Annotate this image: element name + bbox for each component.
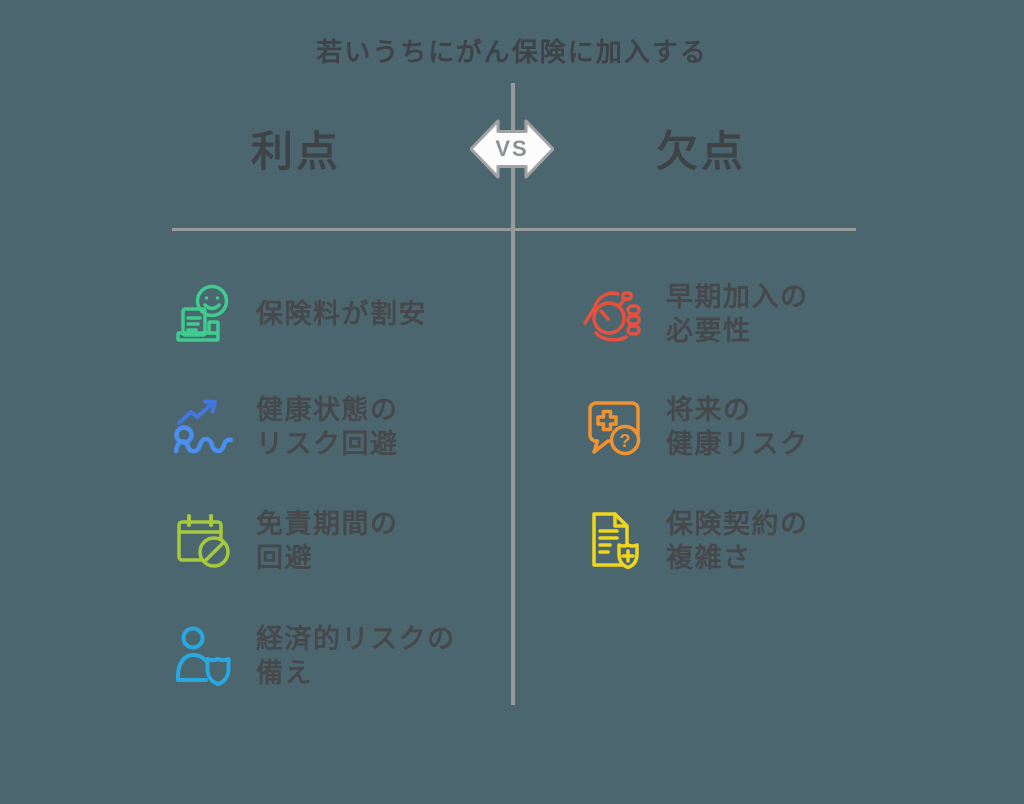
vertical-divider — [511, 83, 515, 705]
pro-item-label: 健康状態の リスク回避 — [256, 395, 399, 459]
trend-waves-icon — [170, 393, 238, 461]
pros-header: 利点 — [250, 128, 341, 175]
person-shield-icon — [170, 622, 238, 690]
pro-item-cheap-premium: 保険料が割安 — [170, 276, 427, 352]
con-item-early-enrollment: 早期加入の 必要性 — [580, 276, 809, 352]
vs-badge: VS — [470, 114, 554, 184]
pro-item-health-risk-avoidance: 健康状態の リスク回避 — [170, 389, 399, 465]
calendar-blocked-icon — [170, 507, 238, 575]
con-item-contract-complexity: 保険契約の 複雑さ — [580, 503, 809, 579]
pro-item-waiting-period-avoidance: 免責期間の 回避 — [170, 503, 399, 579]
document-shield-plus-icon — [580, 507, 648, 575]
svg-text:?: ? — [620, 431, 631, 451]
medical-chat-question-icon: ? — [580, 393, 648, 461]
pro-item-label: 経済的リスクの 備え — [256, 624, 456, 688]
con-item-label: 早期加入の 必要性 — [666, 282, 809, 346]
con-item-label: 将来の 健康リスク — [666, 395, 809, 459]
smiley-receipt-icon — [170, 280, 238, 348]
cons-header: 欠点 — [655, 128, 746, 175]
pro-item-label: 保険料が割安 — [256, 299, 427, 329]
con-item-label: 保険契約の 複雑さ — [666, 509, 809, 573]
hand-stopwatch-icon — [580, 280, 648, 348]
pro-item-label: 免責期間の 回避 — [256, 509, 399, 573]
vs-label: VS — [495, 136, 529, 161]
double-arrow-icon — [470, 119, 554, 179]
pro-item-economic-preparedness: 経済的リスクの 備え — [170, 618, 456, 694]
con-item-future-health-risk: ? 将来の 健康リスク — [580, 389, 809, 465]
horizontal-divider — [172, 228, 856, 231]
page-title: 若いうちにがん保険に加入する — [316, 37, 708, 67]
